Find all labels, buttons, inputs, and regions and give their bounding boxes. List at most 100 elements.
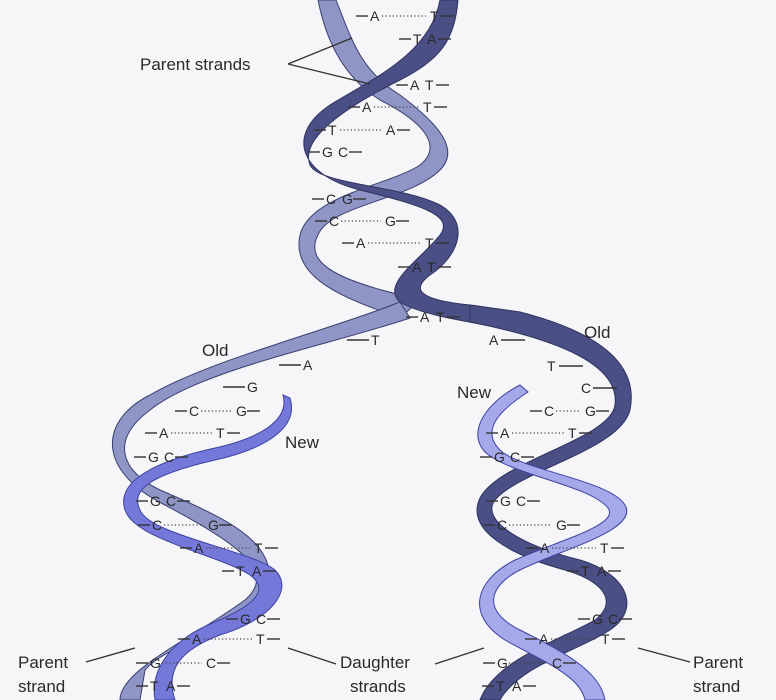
base-right: C <box>516 493 526 509</box>
base-right: T <box>427 259 436 275</box>
unpaired-base: A <box>489 332 525 348</box>
base-right: A <box>597 563 607 579</box>
base-left: A <box>420 309 430 325</box>
base-right: G <box>342 191 353 207</box>
parent-strand-right-leader <box>638 648 690 662</box>
parent-strands-label: Parent strands <box>140 55 251 74</box>
unpaired-base: T <box>547 358 583 374</box>
base-right: G <box>385 213 396 229</box>
unpaired-base: G <box>223 379 258 395</box>
base-left: T <box>496 678 505 694</box>
base-right: A <box>512 678 522 694</box>
base-right: T <box>600 540 609 556</box>
base-left: A <box>539 631 549 647</box>
new-label-right: New <box>457 383 492 402</box>
base-right: T <box>254 540 263 556</box>
base-right: G <box>556 517 567 533</box>
base-right: A <box>386 122 396 138</box>
base-left: A <box>540 540 550 556</box>
parent-strand-left-leader <box>86 648 135 662</box>
base-left: A <box>192 631 202 647</box>
base-right: T <box>601 631 610 647</box>
base-left: G <box>148 449 159 465</box>
base: T <box>547 358 556 374</box>
base-left: C <box>544 403 554 419</box>
parent-strand-label-right-line1: Parent <box>693 653 743 672</box>
base-left: C <box>329 213 339 229</box>
base-left: T <box>150 678 159 694</box>
base-left: C <box>152 517 162 533</box>
base-right: C <box>164 449 174 465</box>
base-right: A <box>252 563 262 579</box>
parent-strand-label-left-line2: strand <box>18 677 65 696</box>
parent-strand-label-right-line2: strand <box>693 677 740 696</box>
old-label-right: Old <box>584 323 610 342</box>
new-label-left: New <box>285 433 320 452</box>
base: A <box>303 357 313 373</box>
base-right: T <box>436 309 445 325</box>
base-right: C <box>256 611 266 627</box>
base: A <box>489 332 499 348</box>
base-left: T <box>328 122 337 138</box>
base-left: G <box>150 655 161 671</box>
base-right: C <box>552 655 562 671</box>
base-left: A <box>412 259 422 275</box>
base-left: A <box>159 425 169 441</box>
base-right: A <box>166 678 176 694</box>
daughter-strands-label-line2: strands <box>350 677 406 696</box>
unpaired-base: A <box>279 357 313 373</box>
base-left: G <box>240 611 251 627</box>
base-left: T <box>413 31 422 47</box>
base-left: C <box>189 403 199 419</box>
base-left: G <box>497 655 508 671</box>
old-label-left: Old <box>202 341 228 360</box>
base: G <box>247 379 258 395</box>
base-right: C <box>510 449 520 465</box>
parent-strand-label-left-line1: Parent <box>18 653 68 672</box>
daughter-strands-label-line1: Daughter <box>340 653 410 672</box>
base-left: G <box>592 611 603 627</box>
parent-helix <box>299 0 520 330</box>
annotations: Parent strands Old Old New New Parent st… <box>18 38 743 696</box>
base: T <box>371 332 380 348</box>
base-left: A <box>194 540 204 556</box>
base-left: G <box>494 449 505 465</box>
base-right: G <box>208 517 219 533</box>
base-pair: TA <box>314 122 410 138</box>
base-left: A <box>410 77 420 93</box>
base-right: T <box>425 77 434 93</box>
base-right: A <box>427 31 437 47</box>
base-left: T <box>236 563 245 579</box>
base-right: C <box>608 611 618 627</box>
daughter-strands-leader-left <box>288 648 336 664</box>
base-pair: AT <box>178 631 280 647</box>
base-right: T <box>425 235 434 251</box>
base-right: T <box>568 425 577 441</box>
base-right: C <box>338 144 348 160</box>
base-right: G <box>236 403 247 419</box>
base-left: G <box>500 493 511 509</box>
base-right: C <box>206 655 216 671</box>
daughter-strands-leader-right <box>435 648 484 664</box>
base-left: A <box>362 99 372 115</box>
base-pair: CG <box>530 403 609 419</box>
base-right: C <box>166 493 176 509</box>
base-left: A <box>370 8 380 24</box>
base-right: T <box>216 425 225 441</box>
base-left: T <box>581 563 590 579</box>
base-right: T <box>423 99 432 115</box>
base-right: G <box>585 403 596 419</box>
base-left: C <box>497 517 507 533</box>
base-left: C <box>326 191 336 207</box>
base-right: T <box>256 631 265 647</box>
base-left: A <box>356 235 366 251</box>
base-pair: CG <box>315 213 409 229</box>
